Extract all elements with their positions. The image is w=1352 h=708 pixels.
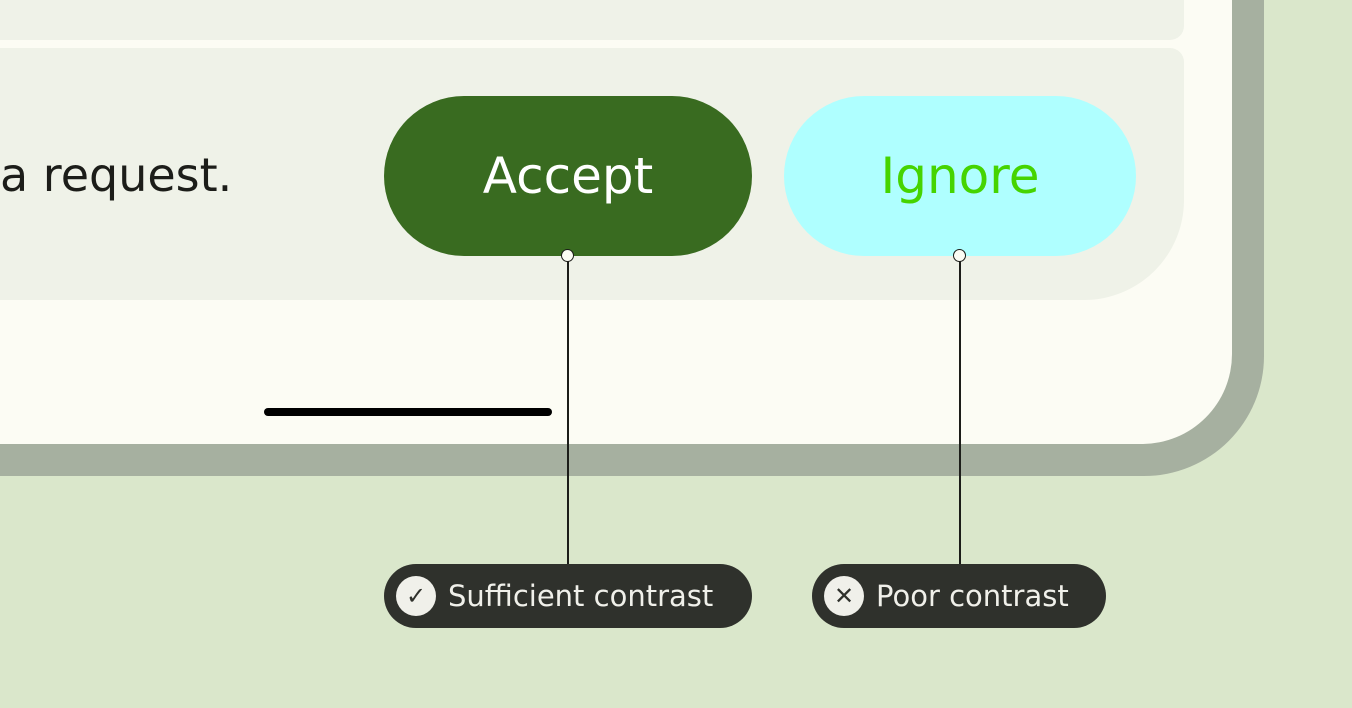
callout-dot-ignore: [953, 249, 966, 262]
callout-dot-accept: [561, 249, 574, 262]
tag-label: Sufficient contrast: [448, 579, 714, 613]
check-icon: ✓: [396, 576, 436, 616]
accept-button[interactable]: Accept: [384, 96, 752, 256]
tag-label: Poor contrast: [876, 579, 1069, 613]
sufficient-contrast-tag: ✓ Sufficient contrast: [384, 564, 752, 628]
close-icon: ✕: [824, 576, 864, 616]
card-top: [0, 0, 1184, 40]
poor-contrast-tag: ✕ Poor contrast: [812, 564, 1106, 628]
gesture-handle: [264, 408, 552, 416]
callout-line-accept: [567, 256, 569, 564]
ignore-button[interactable]: Ignore: [784, 96, 1136, 256]
callout-line-ignore: [959, 256, 961, 564]
request-message: a request.: [0, 148, 233, 202]
